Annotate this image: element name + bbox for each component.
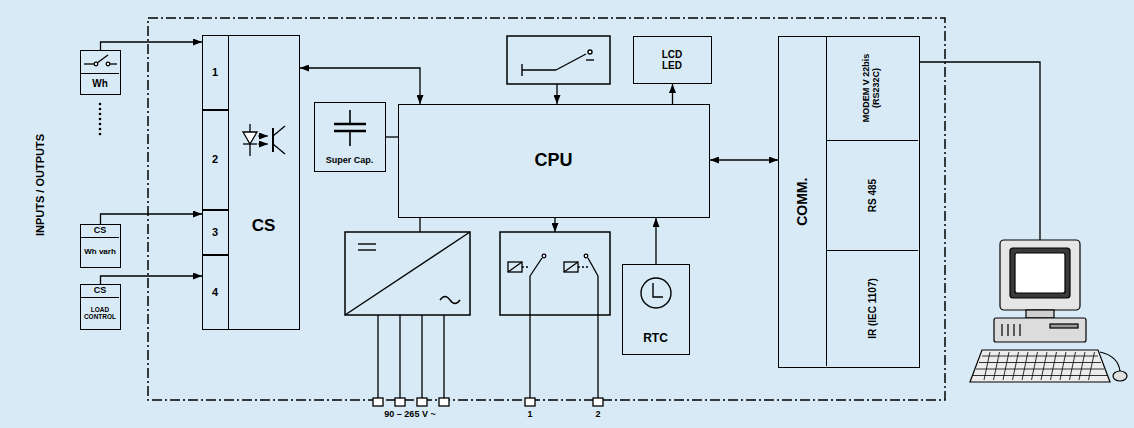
text-area: 1 [203, 36, 227, 108]
text-area: MODEM V 22bis (RS232C) [827, 37, 917, 139]
connector [672, 84, 673, 104]
meter-input-box: Wh [80, 50, 121, 95]
node-label: 2 [212, 153, 218, 165]
terminal-cell: 3 [202, 210, 229, 255]
terminal-cell: 1 [202, 35, 229, 110]
node-label: CS [94, 226, 107, 236]
connector [710, 159, 778, 160]
connector [300, 68, 420, 104]
node-label: 1 [212, 66, 218, 78]
computer-illustration [970, 240, 1127, 382]
modem-line [920, 62, 1040, 240]
cpu-box: CPU [398, 104, 710, 218]
node-label: CPU [534, 151, 572, 171]
connector [101, 214, 203, 224]
connector [655, 218, 656, 264]
connector [386, 136, 398, 137]
clock-symbol [641, 278, 671, 308]
relay-box [500, 232, 610, 315]
supercap-box: Super Cap. [314, 102, 386, 172]
node-label: LOAD CONTROL [81, 306, 119, 320]
terminal-label: 1 [527, 410, 532, 420]
pushbutton-symbol [522, 50, 594, 76]
text-area: 4 [203, 256, 227, 328]
node-label: LCD LED [652, 49, 692, 71]
text-area: IR (IEC 1107) [827, 251, 917, 366]
node-label: RS 485 [867, 146, 878, 244]
terminal-cell: 2 [202, 110, 229, 210]
output-box: CS LOAD CONTROL [80, 284, 121, 330]
supply-terminals [373, 315, 449, 406]
node-label: 3 [212, 226, 218, 238]
node-label: 4 [212, 286, 218, 298]
switch-symbol [84, 55, 117, 66]
node-label: COMM. [795, 42, 810, 361]
optocoupler-symbol [243, 124, 285, 156]
text-area: Super Cap. [315, 151, 384, 170]
text-area: LCD LED [652, 37, 692, 82]
display-box: LCD LED [633, 36, 712, 84]
connector [101, 276, 203, 284]
terminal-label: 2 [595, 410, 600, 420]
converter-box [345, 232, 470, 315]
comm-box: COMM. MODEM V 22bis (RS232C) RS 485 IR (IEC… [778, 36, 920, 368]
terminal-label: 90 – 265 V ~ [384, 410, 435, 420]
text-area: 3 [203, 211, 227, 253]
converter-symbol [345, 232, 470, 315]
connector [101, 42, 203, 50]
text-area: COMM. [779, 37, 826, 366]
text-area: Wh varh [81, 238, 119, 266]
comm-port: MODEM V 22bis (RS232C) [826, 37, 918, 141]
text-area: Wh [81, 73, 119, 93]
text-area: CS [81, 285, 119, 298]
terminal-cell: 4 [202, 255, 229, 330]
relay-symbols [508, 254, 603, 406]
rtc-box: RTC [622, 264, 690, 355]
comm-port: RS 485 [826, 141, 918, 251]
text-area: CPU [399, 105, 708, 216]
node-label: IR (IEC 1107) [867, 256, 878, 361]
signal-arrow [556, 84, 557, 104]
interface-box: CS [228, 35, 300, 330]
node-label: RTC [643, 332, 668, 345]
signal-arrow [554, 218, 555, 232]
text-area: CS [229, 206, 298, 246]
node-label: CS [94, 286, 107, 296]
input-box: CS Wh varh [80, 224, 121, 268]
node-label: Wh [92, 78, 108, 89]
node-label: MODEM V 22bis (RS232C) [862, 42, 882, 134]
supply-wire [419, 218, 420, 232]
text-area: 2 [203, 111, 227, 208]
node-label: CS [252, 217, 276, 236]
comm-port: IR (IEC 1107) [826, 251, 918, 366]
text-area: CS [81, 225, 119, 238]
text-area: RTC [623, 327, 688, 351]
ellipsis-dots [99, 103, 102, 136]
text-area: LOAD CONTROL [81, 298, 119, 328]
side-label: INPUTS / OUTPUTS [34, 134, 46, 236]
capacitor-symbol [334, 110, 366, 146]
node-label: Super Cap. [326, 156, 374, 166]
text-area: RS 485 [827, 141, 917, 249]
switch-box [507, 36, 610, 84]
housing-outline [148, 18, 945, 400]
node-label: Wh varh [84, 248, 116, 257]
